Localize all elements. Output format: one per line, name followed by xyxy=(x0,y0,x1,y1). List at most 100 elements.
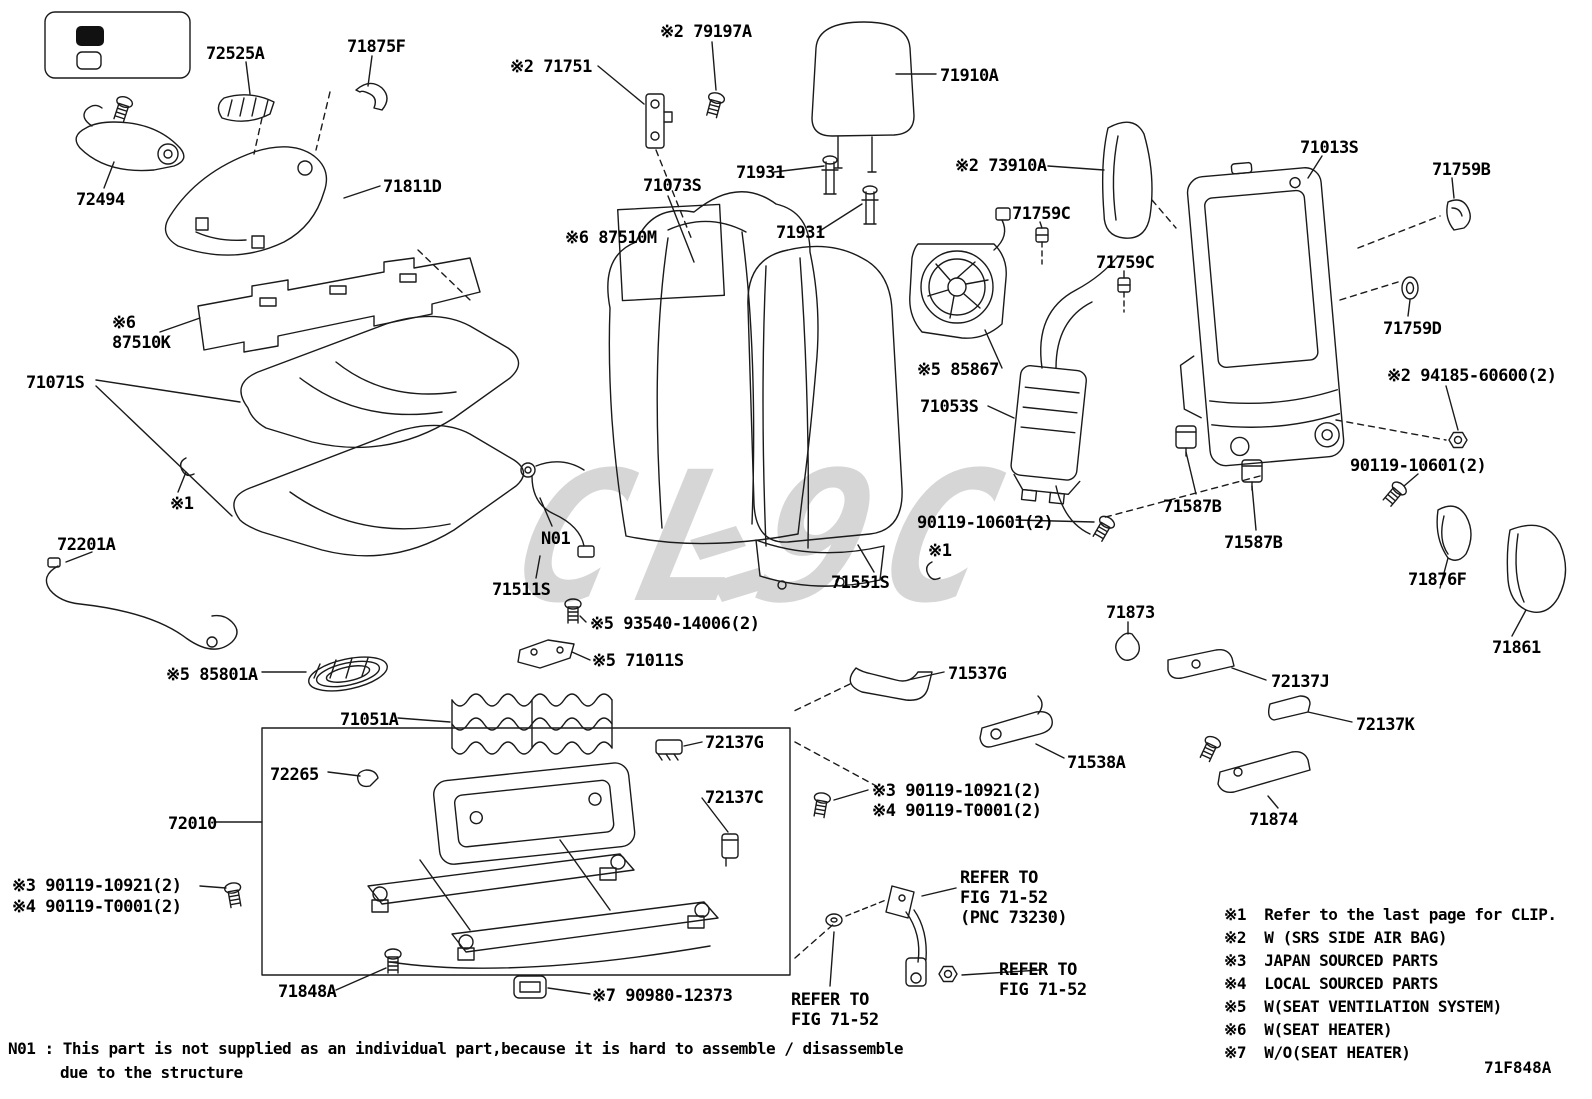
part-label-90119-10921-left: ※3 90119-10921(2) xyxy=(12,876,182,896)
bracket-72137C-drawing xyxy=(701,797,739,867)
legend: ※1 Refer to the last page for CLIP. ※2 W… xyxy=(1224,903,1557,1064)
clip-note-center: ※1 xyxy=(928,541,952,561)
seat-fan-drawing xyxy=(909,207,1011,369)
part-label-71848A: 71848A xyxy=(278,982,337,1002)
legend-card xyxy=(44,11,191,79)
part-label-90980: ※7 90980-12373 xyxy=(592,986,733,1006)
bolt-71848A-drawing xyxy=(335,948,402,991)
part-label-71931-lower: 71931 xyxy=(776,223,825,243)
headrest-drawing xyxy=(811,21,937,173)
part-label-72137C: 72137C xyxy=(705,788,764,808)
vent-board-drawing xyxy=(987,255,1119,535)
adjuster-frame-drawing xyxy=(213,727,881,976)
part-label-71931-upper: 71931 xyxy=(736,163,785,183)
part-label-72525A: 72525A xyxy=(206,44,265,64)
part-label-71910A: 71910A xyxy=(940,66,999,86)
bracket-71011S-drawing xyxy=(517,639,591,669)
part-label-90119-T0001-center: ※4 90119-T0001(2) xyxy=(872,801,1042,821)
part-label-72265: 72265 xyxy=(270,765,319,785)
part-label-85867: ※5 85867 xyxy=(917,360,999,380)
part-label-72137G: 72137G xyxy=(705,733,764,753)
filter-pad-drawing xyxy=(261,656,388,692)
part-label-71587B-left: 71587B xyxy=(1163,497,1222,517)
bracket-72137J-drawing xyxy=(1167,648,1267,681)
legend-item-5: ※5 W(SEAT VENTILATION SYSTEM) xyxy=(1224,997,1502,1016)
part-label-71537G: 71537G xyxy=(948,664,1007,684)
part-label-94185: ※2 94185-60600(2) xyxy=(1387,366,1557,386)
part-label-71538A: 71538A xyxy=(1067,753,1126,773)
part-label-87510M: ※6 87510M xyxy=(565,228,657,248)
part-label-71073S: 71073S xyxy=(643,176,702,196)
bracket-71874-drawing xyxy=(1196,733,1311,809)
bolt-93540-drawing xyxy=(564,598,587,624)
legend-item-4: ※4 LOCAL SOURCED PARTS xyxy=(1224,974,1438,993)
bracket-72137K-drawing xyxy=(1267,695,1353,723)
part-label-71511S: 71511S xyxy=(492,580,551,600)
legend-item-2: ※2 W (SRS SIDE AIR BAG) xyxy=(1224,928,1447,947)
clip-71875F-drawing xyxy=(253,55,388,155)
part-label-71759B: 71759B xyxy=(1432,160,1491,180)
part-label-72494: 72494 xyxy=(76,190,125,210)
part-label-71861: 71861 xyxy=(1492,638,1541,658)
part-label-71876F: 71876F xyxy=(1408,570,1467,590)
harness-drawing xyxy=(520,461,595,579)
seatback-pad-drawing xyxy=(607,191,819,545)
footnote-line-2: due to the structure xyxy=(60,1063,243,1082)
part-label-90119-T0001-left: ※4 90119-T0001(2) xyxy=(12,897,182,917)
clips-71759C-drawing xyxy=(1035,221,1131,313)
seat-springs-drawing xyxy=(397,693,613,755)
bolt-right-90119-drawing xyxy=(1380,473,1419,509)
part-label-72137K: 72137K xyxy=(1356,715,1415,735)
part-label-N01: N01 xyxy=(541,529,571,549)
part-label-79197A: ※2 79197A xyxy=(660,22,752,42)
drawing-code: 71F848A xyxy=(1484,1058,1552,1077)
seatback-cover-drawing xyxy=(747,245,903,590)
part-label-71759D: 71759D xyxy=(1383,319,1442,339)
part-label-71875F: 71875F xyxy=(347,37,406,57)
part-label-71751: ※2 71751 xyxy=(510,57,592,77)
cover-71876F-drawing xyxy=(1436,505,1472,589)
part-label-71759C-lower: 71759C xyxy=(1096,253,1155,273)
belt-buckle-drawing xyxy=(825,885,1041,987)
headrest-guides-drawing xyxy=(773,155,879,233)
legend-item-3: ※3 JAPAN SOURCED PARTS xyxy=(1224,951,1438,970)
bolt-left-90119-drawing xyxy=(199,881,245,909)
part-label-72137J: 72137J xyxy=(1271,672,1330,692)
part-label-90119-10921-center: ※3 90119-10921(2) xyxy=(872,781,1042,801)
part-label-71587B-right: 71587B xyxy=(1224,533,1283,553)
footnote: N01 : This part is not supplied as an in… xyxy=(8,1037,904,1085)
refer-note-left: REFER TO FIG 71-52 xyxy=(791,990,879,1030)
bolt-center-90119-drawing xyxy=(810,789,869,819)
clip-71759B-drawing xyxy=(1446,177,1471,231)
part-label-71071S: 71071S xyxy=(26,373,85,393)
part-label-72010: 72010 xyxy=(168,814,217,834)
hook-71873-drawing xyxy=(1115,621,1141,661)
part-label-71759C-upper: 71759C xyxy=(1012,204,1071,224)
cushion-pad-drawing xyxy=(95,315,525,557)
part-label-71811D: 71811D xyxy=(383,177,442,197)
part-label-72201A: 72201A xyxy=(57,535,116,555)
bolt-mid-90119-drawing xyxy=(1015,513,1118,544)
clip-72265-drawing xyxy=(327,769,379,788)
clip-note-left: ※1 xyxy=(170,494,194,514)
armrest-base-drawing xyxy=(75,94,185,189)
part-label-71873: 71873 xyxy=(1106,603,1155,623)
bracket-72137G-drawing xyxy=(655,739,703,761)
legend-item-6: ※6 W(SEAT HEATER) xyxy=(1224,1020,1393,1039)
trim-piece-drawing xyxy=(217,61,275,122)
part-label-93540: ※5 93540-14006(2) xyxy=(590,614,760,634)
nut-94185-drawing xyxy=(1445,385,1468,449)
brackets-71587B-drawing xyxy=(1175,425,1263,531)
part-label-85801A: ※5 85801A xyxy=(166,665,258,685)
part-label-71874: 71874 xyxy=(1249,810,1298,830)
refer-note-right: REFER TO FIG 71-52 xyxy=(999,960,1087,1000)
side-shield-drawing xyxy=(164,146,471,301)
part-label-73910A: ※2 73910A xyxy=(955,156,1047,176)
part-label-71051A: 71051A xyxy=(340,710,399,730)
refer-note-pnc: REFER TO FIG 71-52 (PNC 73230) xyxy=(960,868,1068,928)
part-label-90119-center: 90119-10601(2) xyxy=(917,513,1054,533)
part-label-71013S: 71013S xyxy=(1300,138,1359,158)
part-label-71053S: 71053S xyxy=(920,397,979,417)
cushion-heater-drawing xyxy=(159,257,481,353)
